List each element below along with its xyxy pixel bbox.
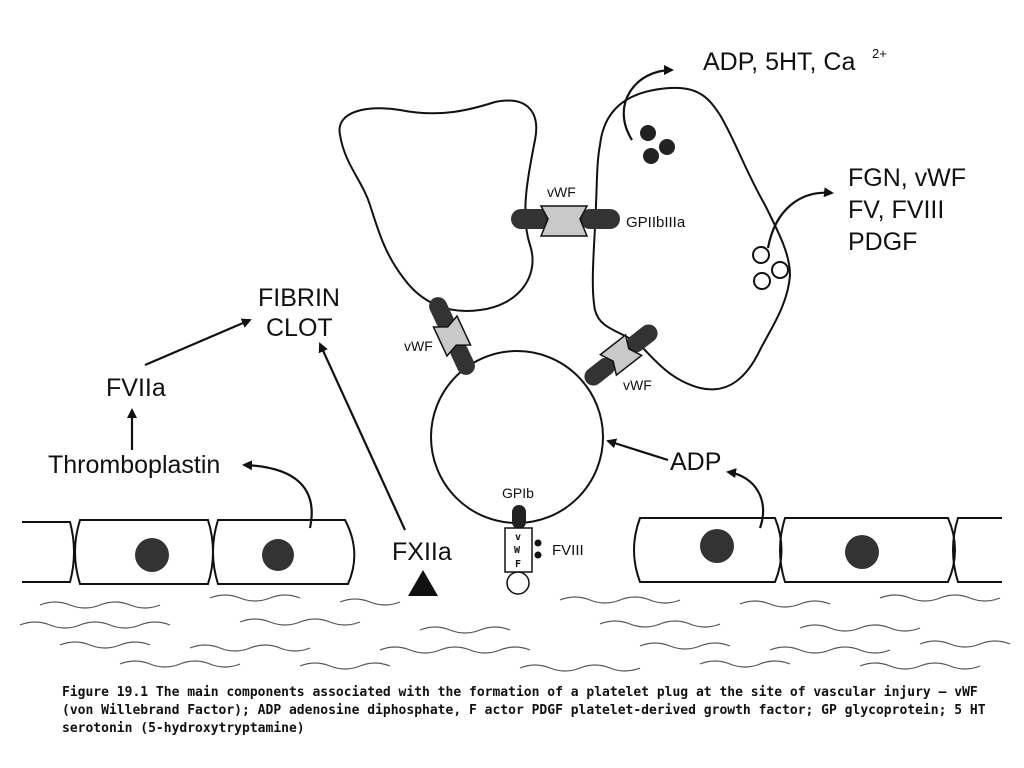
collagen-binding [506, 571, 530, 595]
gpiibiiia-vwf-bridge-top [511, 205, 620, 237]
nucleus-left-1 [135, 538, 169, 572]
figure-caption: Figure 19.1 The main components associat… [62, 685, 986, 736]
gpib-receptor [512, 505, 526, 529]
vwf-box-v: v [515, 532, 521, 543]
label-fibrin: FIBRIN [258, 284, 340, 312]
label-gpib: GPIb [502, 485, 534, 501]
label-release-right-3: PDGF [848, 228, 917, 256]
label-fviia: FVIIa [106, 374, 166, 402]
label-release-right-2: FV, FVIII [848, 196, 944, 224]
arrow-fviia-to-fibrin [144, 318, 252, 367]
arrow-release-top [622, 65, 674, 141]
label-vwf-left: vWF [404, 338, 433, 354]
arrow-release-right [766, 187, 834, 249]
label-fxiia: FXIIa [392, 538, 452, 566]
vwf-box-f: F [515, 559, 521, 570]
vwf-box [504, 527, 533, 573]
fxiia-marker [408, 570, 438, 596]
nucleus-right-1 [700, 529, 734, 563]
dense-granule [643, 148, 659, 164]
label-vwf-top: vWF [547, 184, 576, 200]
fviii-dot [534, 551, 542, 559]
vwf-bridge-left [429, 297, 475, 375]
label-release-top: ADP, 5HT, Ca [703, 48, 855, 76]
alpha-granule [752, 246, 770, 264]
vwf-bridge-right [584, 324, 658, 386]
activated-platelet-left [338, 99, 538, 312]
dense-granule [659, 139, 675, 155]
nucleus-right-2 [845, 535, 879, 569]
label-thromboplastin: Thromboplastin [48, 451, 220, 479]
arrow-adp-to-platelet [606, 438, 669, 462]
alpha-granule [753, 272, 771, 290]
arrow-endothelium-to-thromboplastin [242, 460, 313, 529]
arrows [127, 65, 834, 531]
dense-granule [640, 125, 656, 141]
arrow-fxiia-to-fibrin [318, 342, 407, 531]
fviii-dot [534, 539, 542, 547]
nucleus-left-2 [262, 539, 294, 571]
label-adp: ADP [670, 448, 721, 476]
arrow-endothelium-to-adp [726, 468, 765, 529]
subendothelium-waves [19, 594, 1011, 672]
label-release-top-sup: 2+ [872, 46, 887, 61]
label-fviii: FVIII [552, 542, 584, 559]
endothelial-cells-left [22, 519, 356, 585]
label-gpiibiiia: GPIIbIIIa [626, 214, 686, 231]
vwf-box-w: W [514, 545, 521, 556]
label-release-right-1: FGN, vWF [848, 164, 966, 192]
activated-platelet-right [591, 86, 792, 391]
alpha-granule [771, 261, 789, 279]
endothelial-cells-right [633, 517, 1002, 583]
label-clot: CLOT [266, 314, 333, 342]
label-vwf-right: vWF [623, 377, 652, 393]
